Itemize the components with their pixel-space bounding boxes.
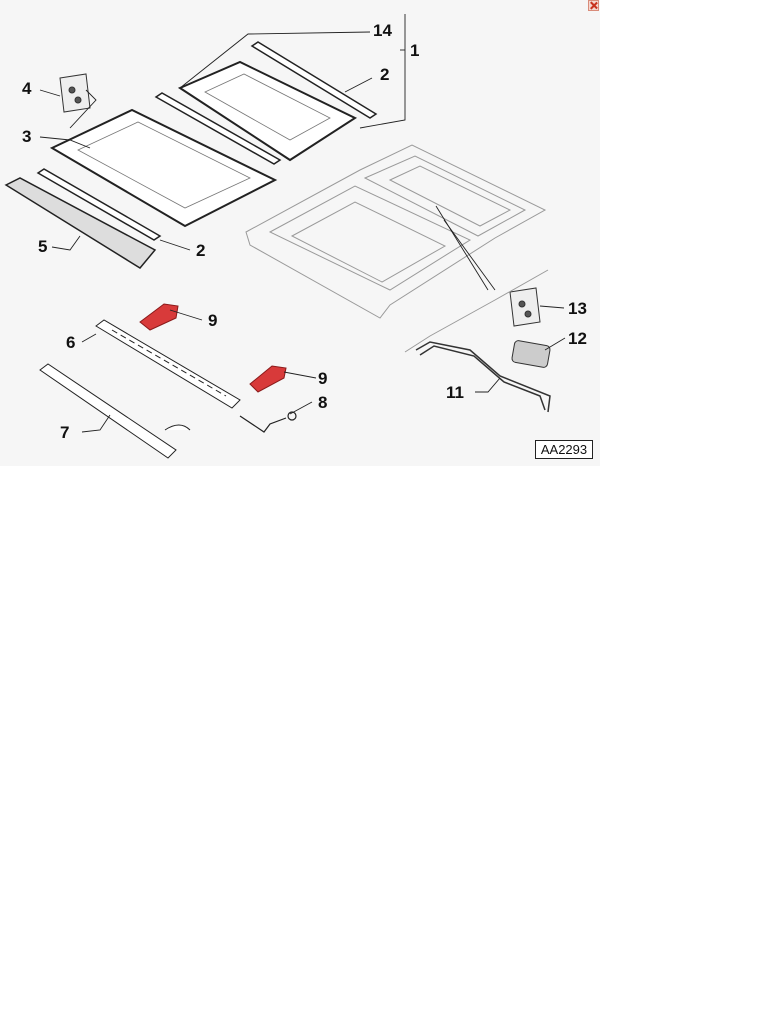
sunroof-motor	[511, 340, 551, 368]
frame-rail	[95, 319, 241, 409]
seal-strips	[36, 41, 378, 241]
callout-2-top: 2	[380, 65, 389, 84]
callout-2-bottom: 2	[196, 241, 205, 260]
bracket-lower	[249, 365, 287, 393]
exploded-view-drawing: 14 1 2 4 3 5 2 6 9 9 8 7 11 12 13	[4, 14, 587, 459]
callout-6: 6	[66, 333, 75, 352]
glass-panel-rear	[177, 60, 358, 162]
guide-channel	[39, 363, 191, 459]
fastener-kit-bag-right	[509, 287, 541, 327]
callout-13: 13	[568, 299, 587, 318]
diagram-reference-code: AA2293	[535, 440, 593, 459]
leader-lines	[39, 14, 566, 433]
callout-9-upper: 9	[208, 311, 217, 330]
close-icon[interactable]	[588, 0, 599, 11]
callout-1: 1	[410, 41, 419, 60]
callout-4: 4	[22, 79, 32, 98]
callout-11: 11	[446, 383, 464, 402]
drive-cables	[415, 341, 551, 413]
bracket-upper	[139, 303, 179, 331]
wind-deflector	[4, 177, 157, 269]
callout-9-lower: 9	[318, 369, 327, 388]
spring-clip	[239, 411, 297, 433]
callout-14: 14	[373, 21, 392, 40]
fastener-kit-bag-left	[59, 73, 91, 113]
parts-diagram: 14 1 2 4 3 5 2 6 9 9 8 7 11 12 13 AA2293	[0, 0, 600, 466]
callout-8: 8	[318, 393, 327, 412]
car-roof-outline	[245, 144, 549, 353]
callout-3: 3	[22, 127, 31, 146]
glass-panel-front	[49, 108, 278, 228]
callout-7: 7	[60, 423, 69, 442]
callout-12: 12	[568, 329, 587, 348]
callout-5: 5	[38, 237, 47, 256]
